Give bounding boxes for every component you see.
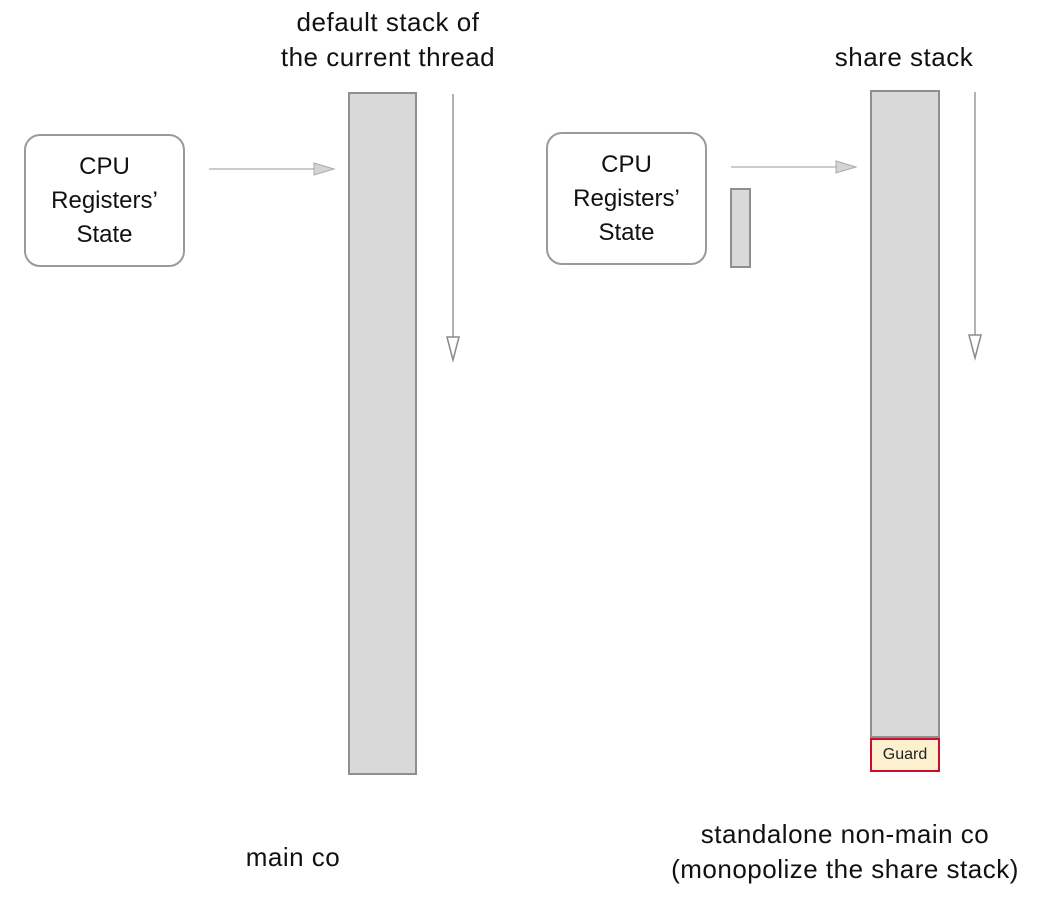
non-main-cpu-registers-box: CPU Registers’ State <box>546 132 707 265</box>
main-default-stack <box>348 92 417 775</box>
main-stack-title-line-1: default stack of <box>296 7 480 37</box>
non-main-co-caption-line-1: standalone non-main co <box>700 819 990 849</box>
non-main-co-caption-line-2: (monopolize the share stack) <box>671 854 1019 884</box>
main-stack-title-line-2: the current thread <box>280 42 496 72</box>
main-registers-line-2: Registers’ <box>51 186 158 214</box>
main-stack-growth-arrow <box>446 94 460 363</box>
share-stack-title: share stack <box>804 40 1004 75</box>
non-main-private-save-buffer <box>730 188 751 268</box>
share-stack-title-line-1: share stack <box>834 42 974 72</box>
non-main-registers-line-2: Registers’ <box>573 184 680 212</box>
guard-page: Guard <box>870 738 940 772</box>
main-co-caption: main co <box>245 842 341 872</box>
non-main-registers-to-stack-arrow <box>731 160 858 174</box>
non-main-co-caption: standalone non-main co (monopolize the s… <box>620 817 1058 887</box>
main-cpu-registers-box: CPU Registers’ State <box>24 134 185 267</box>
main-stack-title: default stack of the current thread <box>258 5 518 75</box>
main-registers-line-1: CPU <box>79 152 130 180</box>
main-registers-to-stack-arrow <box>209 162 336 176</box>
non-main-registers-line-3: State <box>598 218 655 246</box>
share-stack <box>870 90 940 738</box>
main-registers-line-3: State <box>76 220 133 248</box>
non-main-registers-line-1: CPU <box>601 150 652 178</box>
share-stack-growth-arrow <box>968 92 982 361</box>
